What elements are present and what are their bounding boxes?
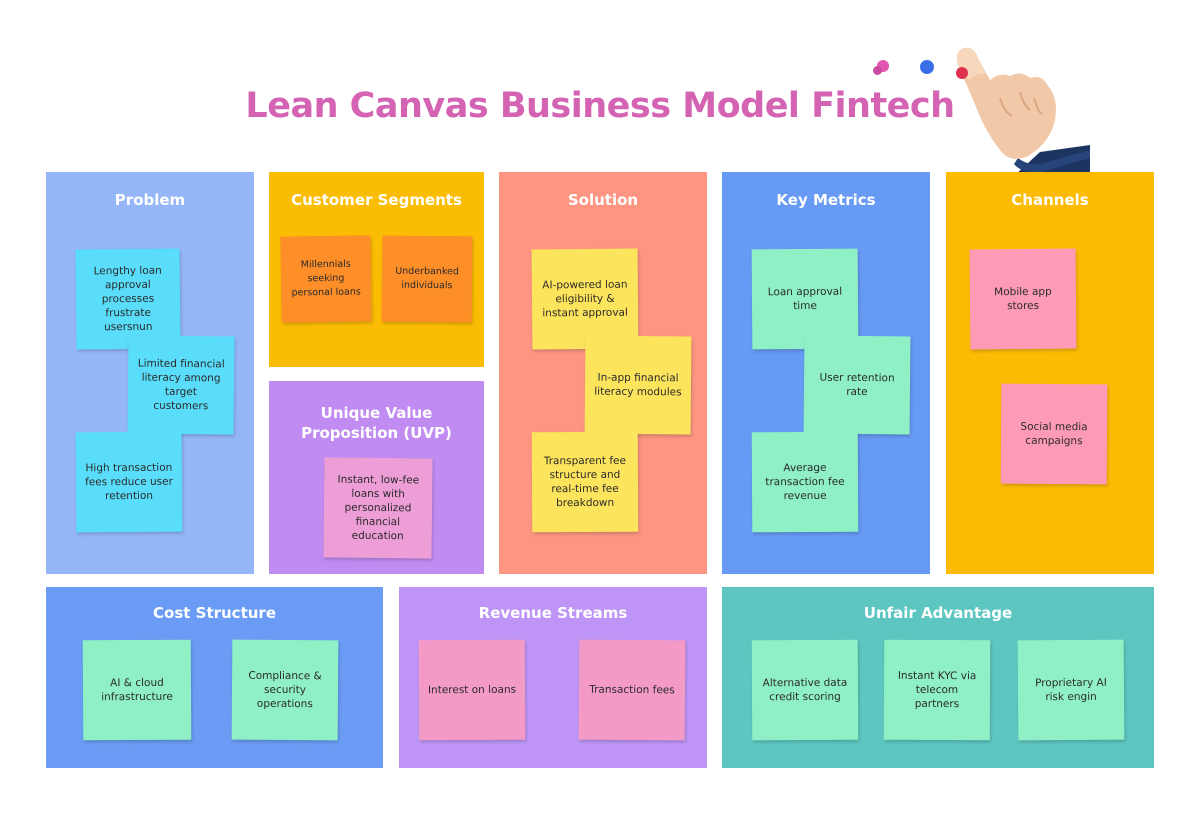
sticky-note[interactable]: Mobile app stores [969, 248, 1077, 350]
unfair-advantage-section: Unfair Advantage Alternative data credit… [722, 587, 1154, 768]
solution-section: Solution AI-powered loan eligibility & i… [499, 172, 707, 574]
blue-pin-icon [920, 60, 934, 74]
sticky-note[interactable]: High transaction fees reduce user retent… [75, 431, 183, 533]
sticky-note[interactable]: Limited financial literacy among target … [127, 335, 235, 435]
sticky-note[interactable]: In-app financial literacy modules [584, 335, 692, 435]
customer-segments-section: Customer Segments Millennials seeking pe… [269, 172, 484, 367]
sticky-note[interactable]: Interest on loans [418, 639, 526, 741]
sticky-note[interactable]: User retention rate [803, 335, 911, 435]
sticky-note[interactable]: Instant, low-fee loans with personalized… [323, 457, 433, 559]
section-title: Channels [1011, 191, 1089, 209]
section-title: Solution [567, 191, 639, 209]
sticky-note[interactable]: Social media campaigns [1000, 383, 1108, 485]
section-title: Problem [114, 191, 186, 209]
cost-structure-section: Cost Structure AI & cloud infrastructure… [46, 587, 383, 768]
sticky-note[interactable]: AI & cloud infrastructure [82, 639, 192, 741]
section-title: Cost Structure [153, 604, 276, 622]
section-title: Revenue Streams [478, 604, 628, 622]
sticky-note[interactable]: Underbanked individuals [381, 235, 473, 323]
channels-section: Channels Mobile app stores Social media … [946, 172, 1154, 574]
sticky-note[interactable]: Transaction fees [578, 639, 686, 741]
key-metrics-section: Key Metrics Loan approval time User rete… [722, 172, 930, 574]
sticky-note[interactable]: Average transaction fee revenue [751, 431, 859, 533]
sticky-note[interactable]: Proprietary AI risk engin [1017, 639, 1125, 741]
sticky-note[interactable]: Loan approval time [751, 248, 859, 350]
sticky-note[interactable]: Millennials seeking personal loans [280, 235, 372, 323]
sticky-note[interactable]: Lengthy loan approval processes frustrat… [75, 248, 181, 350]
problem-section: Problem Lengthy loan approval processes … [46, 172, 254, 574]
pink-pin-icon [873, 66, 882, 75]
hand-icon [956, 47, 1090, 175]
uvp-section: Unique Value Proposition (UVP) Instant, … [269, 381, 484, 574]
sticky-note[interactable]: Compliance & security operations [231, 639, 339, 741]
sticky-note[interactable]: Instant KYC via telecom partners [883, 639, 991, 741]
sticky-note[interactable]: Alternative data credit scoring [751, 639, 859, 741]
revenue-streams-section: Revenue Streams Interest on loans Transa… [399, 587, 707, 768]
sticky-note[interactable]: AI-powered loan eligibility & instant ap… [531, 248, 639, 350]
section-title: Key Metrics [776, 191, 876, 209]
page-title: Lean Canvas Business Model Fintech [245, 86, 955, 126]
section-title: Unfair Advantage [863, 604, 1013, 622]
section-title: Unique Value Proposition (UVP) [301, 404, 452, 442]
sticky-note[interactable]: Transparent fee structure and real-time … [531, 431, 639, 533]
section-title: Customer Segments [291, 191, 462, 209]
